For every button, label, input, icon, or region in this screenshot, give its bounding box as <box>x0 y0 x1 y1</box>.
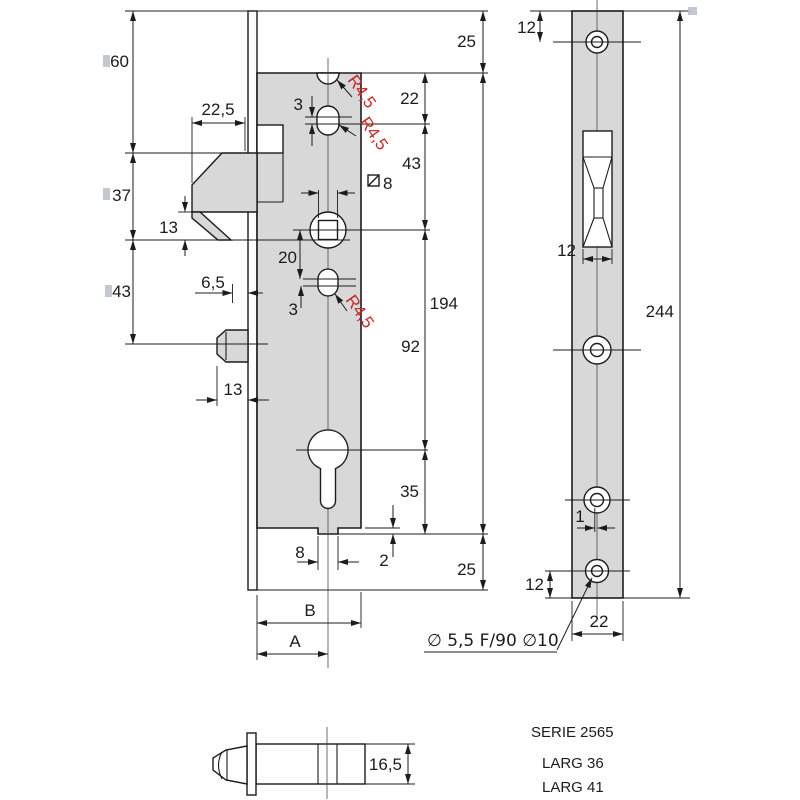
pin-nose-curve <box>217 751 223 780</box>
dimension-fp-12-latch: 12 <box>557 241 613 264</box>
dimension-3-top: 3 <box>294 95 315 146</box>
dim-label-25-bottom: 25 <box>457 560 476 579</box>
leader-line <box>336 79 353 98</box>
pin-nose <box>212 745 248 785</box>
dimension-37: 37 <box>112 153 136 240</box>
dim-label: 12 <box>517 18 536 37</box>
faceplate-edge <box>247 10 258 591</box>
dimension-6-5: 6,5 <box>195 273 263 296</box>
dim-label: 3 <box>294 95 303 114</box>
dimension-13-bolt: 13 <box>196 380 269 403</box>
dim-label: 1 <box>575 507 584 526</box>
latch-bolt-lip <box>191 211 233 241</box>
faceplate-view: 12 12 244 1 12 22 <box>424 0 690 653</box>
dimension-8-tab: 8 <box>295 543 359 565</box>
dim-label: 2 <box>379 551 388 570</box>
dim-label: 22,5 <box>201 100 234 119</box>
dimension-chain-outer: 25 194 25 <box>430 11 486 590</box>
width-36-label: LARG 36 <box>542 755 604 772</box>
deadbolt <box>216 329 249 363</box>
dim-label-35: 35 <box>400 482 419 501</box>
dimension-43-left: 43 <box>112 240 136 344</box>
dim-label: 8 <box>295 543 304 562</box>
dim-label-13-latch: 13 <box>159 218 178 237</box>
dimension-20: 20 <box>278 230 303 279</box>
latch-bolt <box>191 152 258 213</box>
square-symbol-icon <box>367 174 380 187</box>
top-oval-hole <box>316 105 340 136</box>
dimension-A: A <box>257 632 328 657</box>
dim-label-194: 194 <box>430 294 458 313</box>
dim-label: 8 <box>383 174 392 193</box>
dim-label-92: 92 <box>401 337 420 356</box>
dim-label: A <box>289 632 301 651</box>
pin-flange <box>246 732 257 796</box>
dim-label: 20 <box>278 248 297 267</box>
square-symbol-slash <box>367 174 380 187</box>
dim-label: 16,5 <box>369 755 402 774</box>
dimension-fp-244: 244 <box>646 11 683 598</box>
dimension-22-5: 22,5 <box>192 100 245 126</box>
dimension-pin-16-5: 16,5 <box>365 743 415 785</box>
leader-line <box>338 124 357 137</box>
dimension-60: 60 <box>110 11 136 153</box>
dim-label-22: 22 <box>400 89 419 108</box>
note-leader <box>556 577 593 651</box>
dimension-fp-12-bottom: 12 <box>525 571 553 598</box>
dim-label: 12 <box>557 241 576 260</box>
pin-barrel <box>255 743 366 785</box>
lock-case-view: 60 37 43 22,5 13 6,5 13 <box>110 10 488 668</box>
dim-label: 3 <box>289 300 298 319</box>
dim-label: 60 <box>110 52 129 71</box>
dim-label: 12 <box>525 575 544 594</box>
dim-label: 244 <box>646 302 674 321</box>
dim-label: 13 <box>224 380 243 399</box>
dimension-fp-22: 22 <box>571 601 624 641</box>
dim-label: B <box>304 601 315 620</box>
width-41-label: LARG 41 <box>542 779 604 796</box>
dimension-3-mid: 3 <box>289 286 304 319</box>
dim-label-43: 43 <box>402 154 421 173</box>
dim-label: 22 <box>590 612 609 631</box>
dimension-fp-12-top: 12 <box>517 11 543 42</box>
dim-label-25-top: 25 <box>457 32 476 51</box>
scan-artifact <box>103 188 110 200</box>
latch-pocket-notch <box>256 124 284 154</box>
hole-note-text: ∅ 5,5 F/90 ∅10 <box>427 631 559 651</box>
dimension-B: B <box>257 601 361 626</box>
dim-label: 37 <box>112 186 131 205</box>
dimension-2: 2 <box>379 505 396 570</box>
series-label: SERIE 2565 <box>531 724 614 741</box>
leader-line <box>334 293 348 312</box>
dimension-fp-1: 1 <box>575 507 615 532</box>
hole-spec-note: ∅ 5,5 F/90 ∅10 <box>424 577 593 653</box>
mid-oval-hole <box>317 268 339 297</box>
product-notes: SERIE 2565 LARG 36 LARG 41 <box>531 724 614 796</box>
dimension-square-8: 8 <box>301 174 392 196</box>
dimension-chain-inner: 22 43 92 35 <box>400 73 428 534</box>
dim-label: 6,5 <box>201 273 225 292</box>
dim-label: 43 <box>112 282 131 301</box>
latch-cutout <box>582 130 613 248</box>
pin-view: 16,5 <box>212 727 415 799</box>
scan-artifact <box>105 285 112 297</box>
scan-artifact <box>688 7 697 15</box>
scan-artifact <box>103 55 110 67</box>
